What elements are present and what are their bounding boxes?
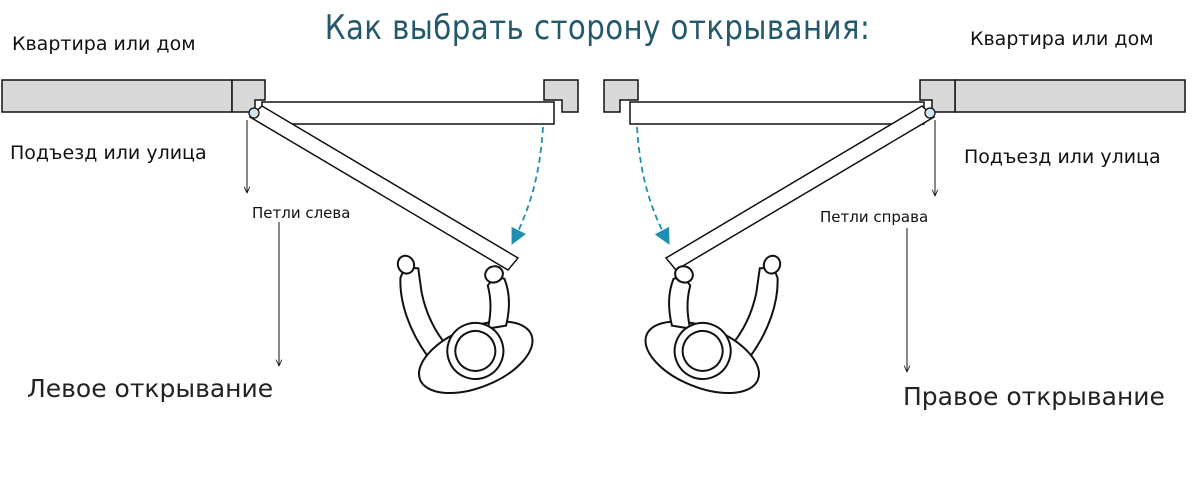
right-swing-arrow [636,126,670,245]
left-hinge-label: Петли слева [252,204,351,222]
right-door-jamb-hinge [919,79,956,113]
left-opening-label: Левое открывание [27,374,274,403]
right-door-jamb-latch [603,79,639,113]
diagram-title: Как выбрать сторону открывания: [324,8,871,48]
right-door-closed [629,101,925,125]
left-swing-arrow [511,126,544,245]
right-inside-label: Квартира или дом [970,28,1154,50]
right-outside-label: Подъезд или улица [964,146,1161,168]
left-scene [1,79,579,395]
left-door-open [248,105,520,271]
right-hinge-point [924,107,936,119]
left-person-icon [396,254,534,395]
left-door-jamb-latch [543,79,579,113]
left-inside-label: Квартира или дом [12,33,196,55]
left-hinge-point [248,107,260,119]
left-door-closed [261,101,555,125]
left-outside-label: Подъезд или улица [10,142,207,164]
left-wall-segment [1,79,233,113]
right-opening-label: Правое открывание [903,382,1165,411]
right-wall-segment [954,79,1186,113]
right-door-open [664,105,936,271]
left-door-jamb-hinge [231,79,266,113]
right-person-icon [644,254,782,395]
right-scene [603,79,1186,395]
right-hinge-label: Петли справа [820,208,929,226]
